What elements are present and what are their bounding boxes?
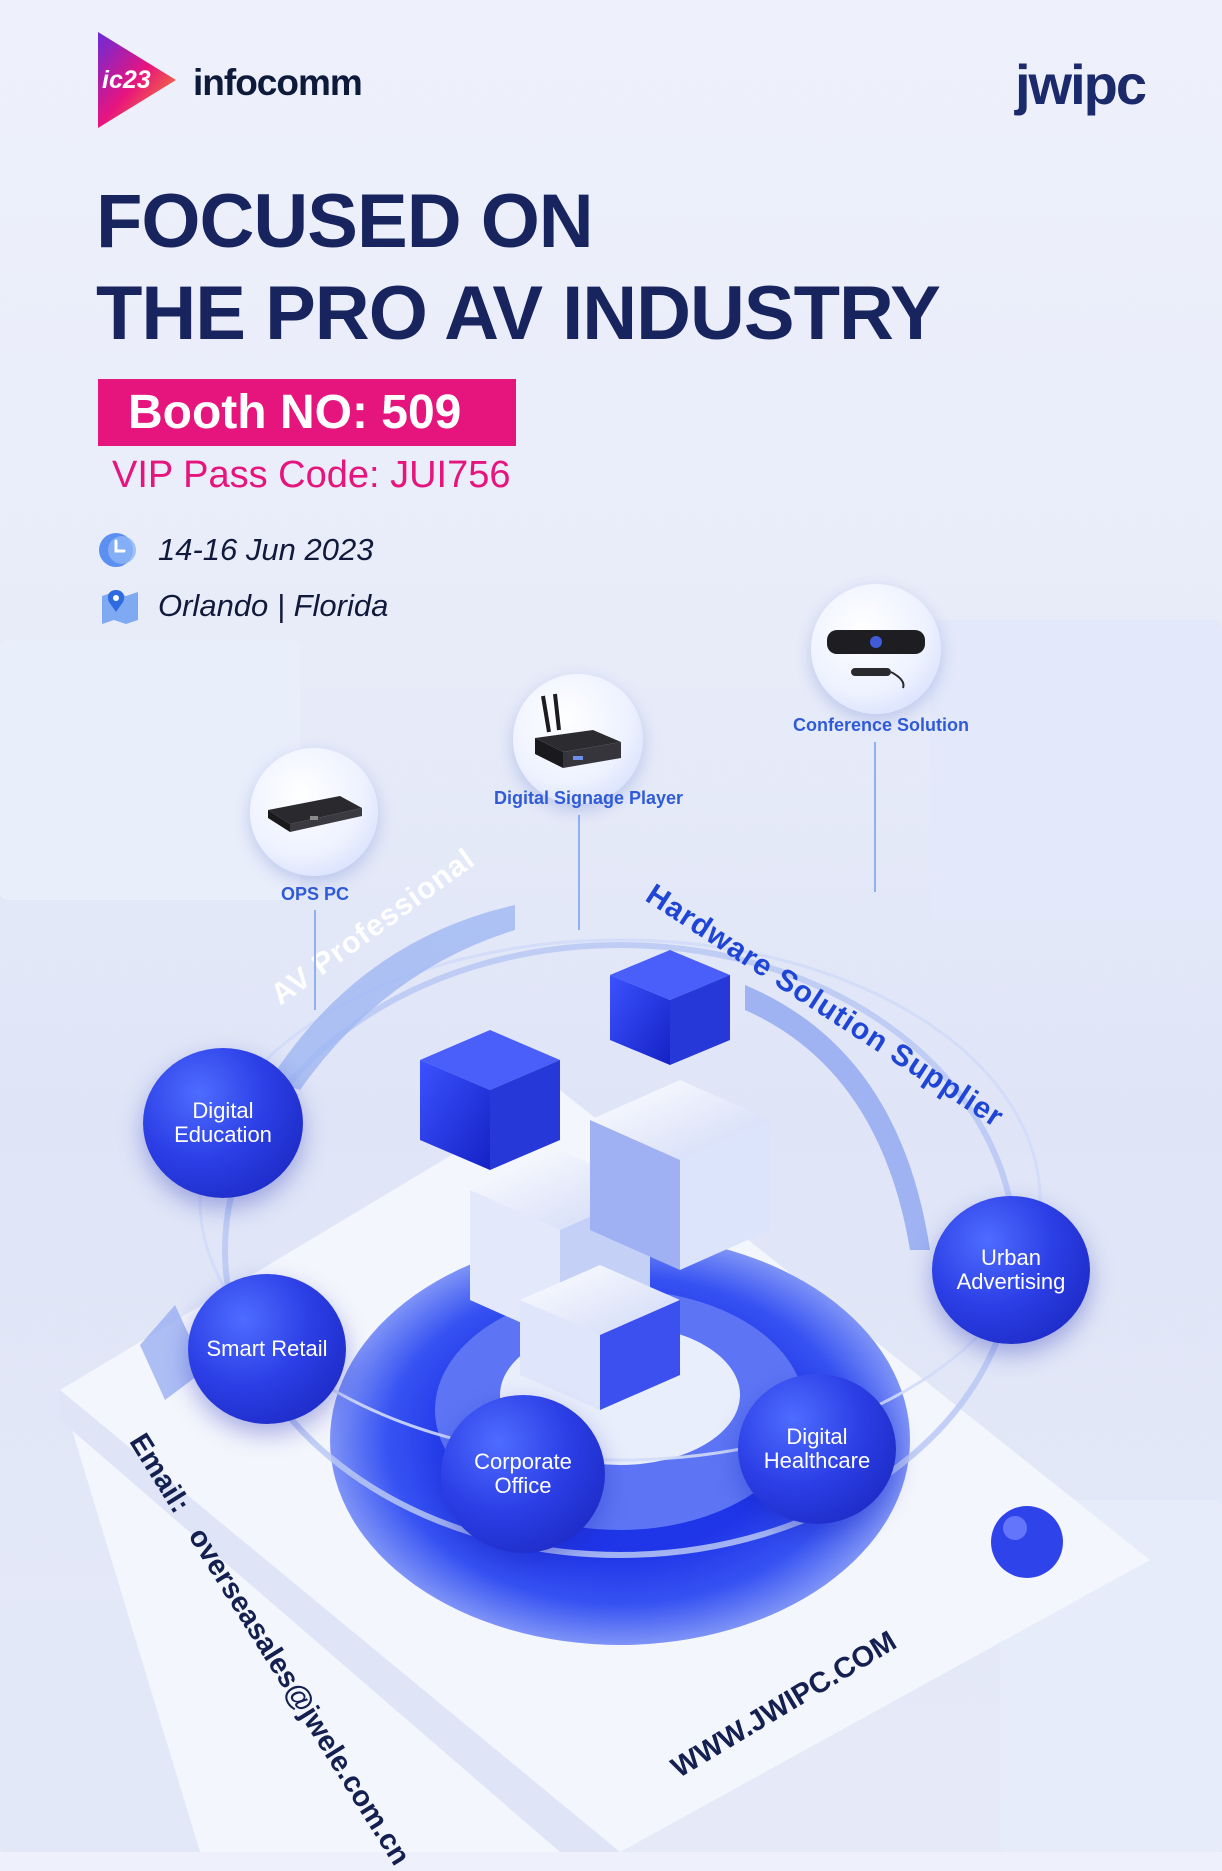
- app-label-line2: Advertising: [956, 1269, 1066, 1294]
- background-block: [930, 620, 1222, 920]
- connector-line: [314, 910, 316, 1010]
- ic23-badge-text: ic23: [102, 66, 151, 94]
- connector-line: [874, 742, 876, 892]
- conference-camera-icon: [827, 630, 925, 689]
- headline-line-1: FOCUSED ON: [96, 179, 594, 264]
- arc-band-right: [745, 985, 930, 1250]
- vip-pass-code: VIP Pass Code: JUI756: [112, 454, 511, 496]
- glass-orbit: [198, 938, 1042, 1462]
- app-circle-smart-retail: Smart Retail: [188, 1274, 346, 1424]
- cube: [520, 1300, 600, 1410]
- event-location-row: Orlando | Florida: [96, 586, 388, 626]
- signage-player-icon: [535, 693, 621, 768]
- app-label-line1: Digital: [192, 1097, 254, 1123]
- ic23-logo: [98, 32, 176, 128]
- event-date-row: 14-16 Jun 2023: [96, 530, 373, 570]
- connector-line: [578, 815, 580, 930]
- blue-cube: [610, 975, 670, 1065]
- booth-number: Booth NO: 509: [98, 379, 516, 446]
- event-date: 14-16 Jun 2023: [158, 532, 374, 567]
- app-label-line1: Smart Retail: [206, 1335, 328, 1361]
- app-label-line2: Healthcare: [763, 1448, 871, 1473]
- product-bubble-conference: [811, 584, 941, 714]
- ops-pc-icon: [268, 796, 362, 832]
- app-label-line2: Education: [174, 1122, 272, 1147]
- app-label-line1: Digital: [786, 1423, 848, 1449]
- product-label-conference: Conference Solution: [793, 715, 970, 735]
- cube: [590, 1120, 680, 1270]
- headline-line-2: THE PRO AV INDUSTRY: [96, 271, 941, 356]
- blue-cube: [420, 1060, 490, 1170]
- app-label-line1: Urban: [981, 1244, 1041, 1270]
- blue-sphere-highlight: [1003, 1516, 1027, 1540]
- infocomm-logo: infocomm: [193, 62, 363, 103]
- cube: [600, 1300, 680, 1410]
- blue-sphere: [991, 1506, 1063, 1578]
- cube: [680, 1120, 770, 1270]
- clock-icon: [99, 533, 136, 567]
- app-label-line2: Office: [494, 1473, 552, 1498]
- blue-cube: [490, 1060, 560, 1170]
- product-label-signage-player: Digital Signage Player: [494, 788, 684, 808]
- arc-band-left: [270, 905, 515, 1090]
- background-block: [0, 640, 300, 900]
- hero-illustration: [60, 905, 1150, 1852]
- product-label-ops-pc: OPS PC: [281, 884, 350, 904]
- blue-cube: [670, 975, 730, 1065]
- product-bubble-ops-pc: [250, 748, 378, 876]
- app-label-line1: Corporate: [474, 1448, 572, 1474]
- jwipc-logo: jwipc: [1015, 53, 1147, 116]
- map-pin-icon: [102, 590, 138, 624]
- event-location: Orlando | Florida: [158, 588, 389, 623]
- glass-shard: [140, 1305, 205, 1400]
- product-bubble-signage-player: [513, 674, 643, 804]
- platform-shadow: [60, 1390, 620, 1852]
